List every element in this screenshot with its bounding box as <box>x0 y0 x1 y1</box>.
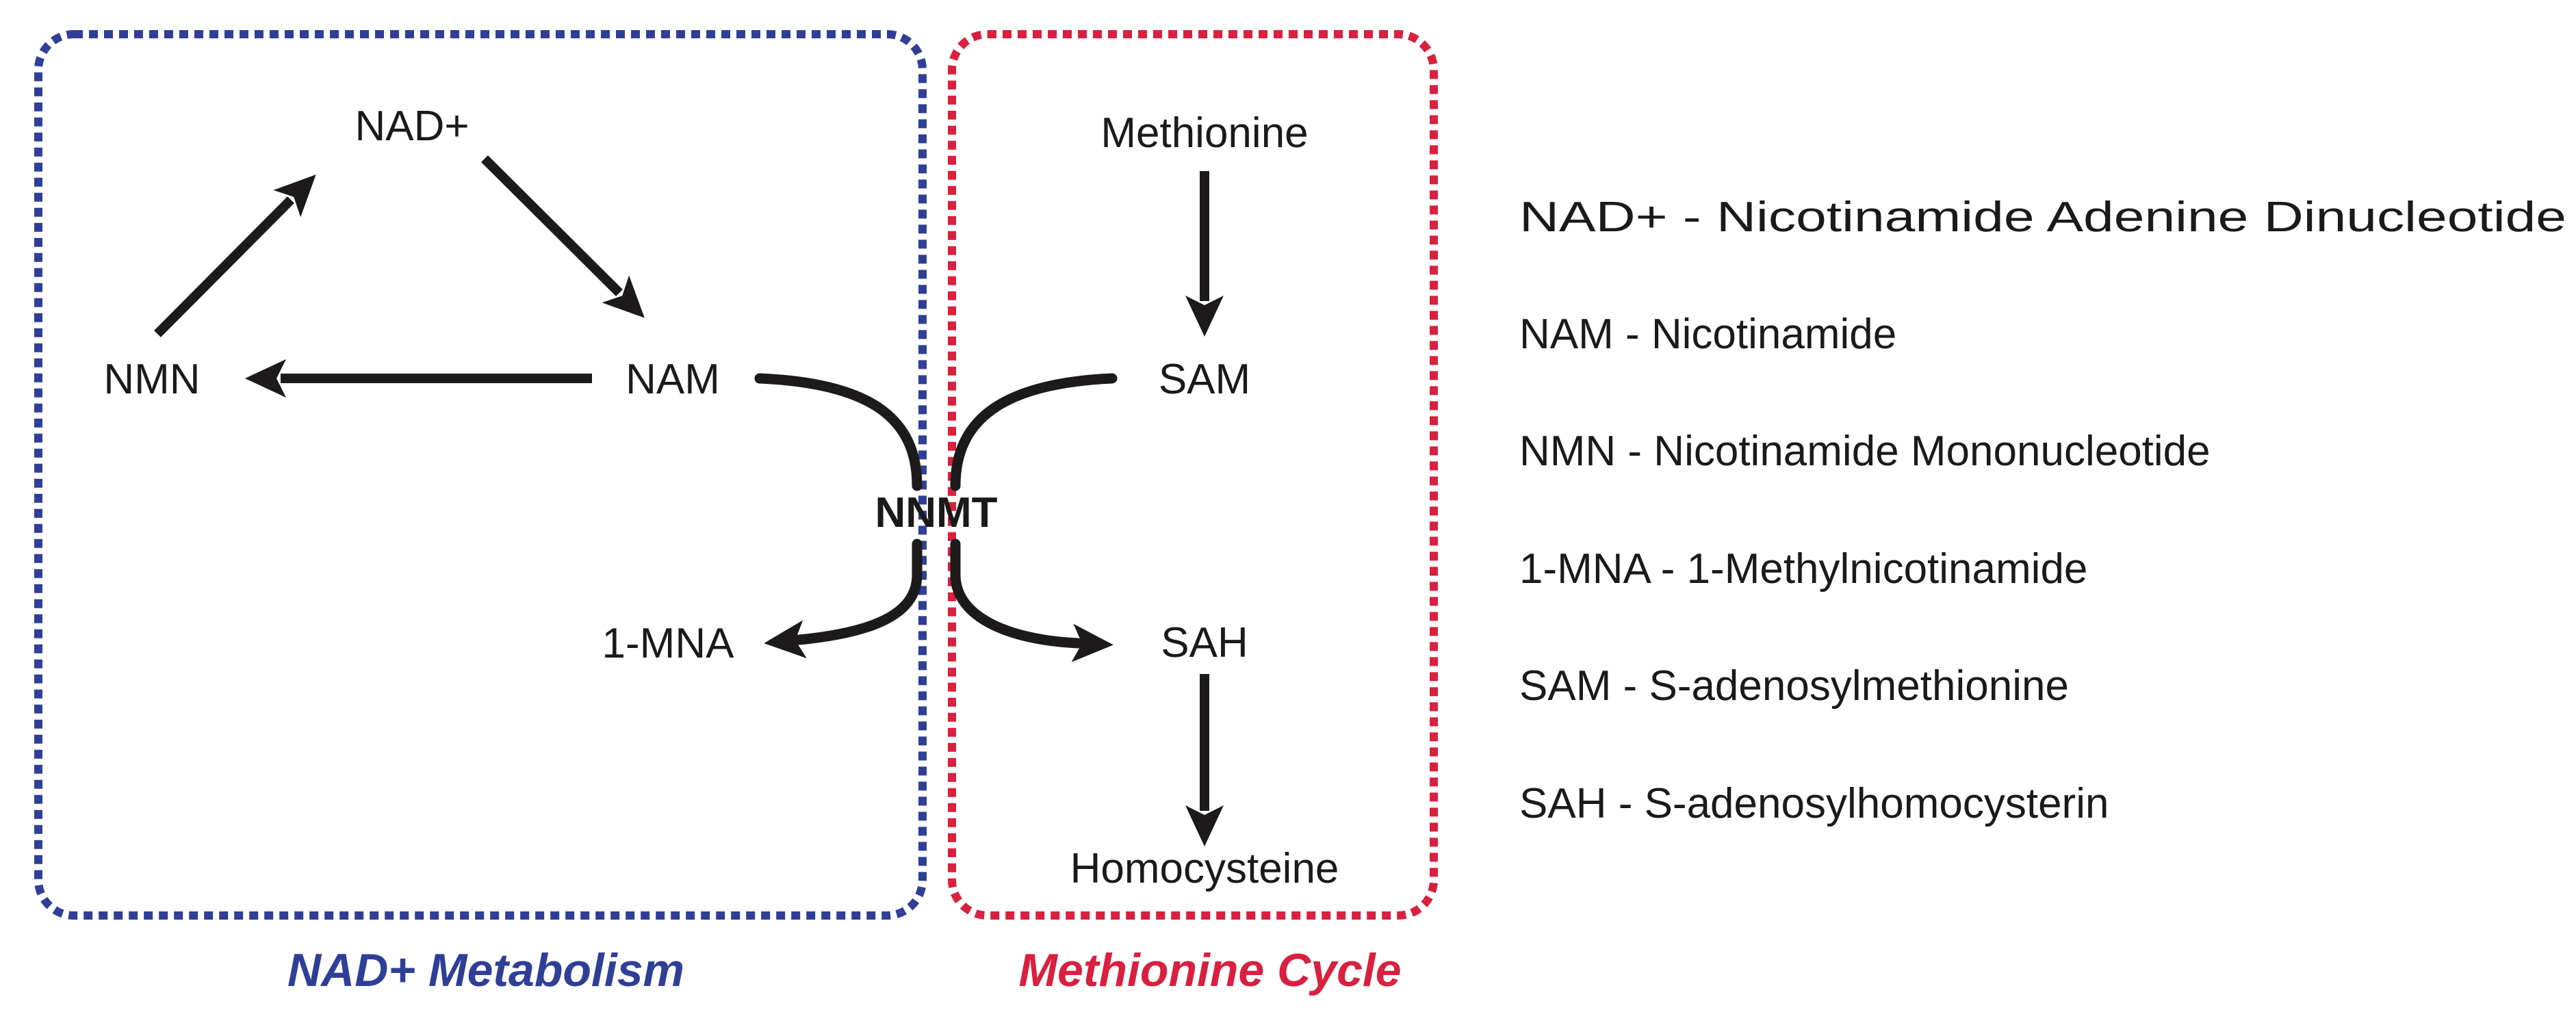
legend-item: NMN - Nicotinamide Mononucleotide <box>1519 428 2211 475</box>
abbreviation-legend: NAD+ - Nicotinamide Adenine Dinucleotide… <box>1519 194 2566 827</box>
node-sah: SAH <box>1161 619 1248 666</box>
nad-metabolism-box <box>34 30 927 920</box>
curve-nnmt-to-sah <box>950 539 1113 662</box>
node-nam: NAM <box>626 356 720 403</box>
curve-sam-into-nnmt <box>950 373 1118 491</box>
legend-item: 1-MNA - 1-Methylnicotinamide <box>1519 545 2087 593</box>
node-nad-plus: NAD+ <box>355 103 469 150</box>
caption-nad-metabolism: NAD+ Metabolism <box>287 944 684 996</box>
node-homocysteine: Homocysteine <box>1070 845 1339 892</box>
node-sam: SAM <box>1159 356 1250 403</box>
node-methionine: Methionine <box>1100 109 1308 157</box>
legend-item: NAM - Nicotinamide <box>1519 311 1896 358</box>
caption-methionine-cycle: Methionine Cycle <box>1018 944 1401 996</box>
methionine-cycle-box <box>948 30 1438 920</box>
arrow-nad-to-nam <box>481 155 645 318</box>
legend-item: NAD+ - Nicotinamide Adenine Dinucleotide <box>1519 194 2566 241</box>
legend-item: SAM - S-adenosylmethionine <box>1519 662 2069 710</box>
curve-nnmt-to-1mna <box>764 539 923 659</box>
arrow-nmn-to-nad <box>154 174 316 337</box>
node-nmn: NMN <box>103 356 200 403</box>
enzyme-nnmt: NNMT <box>875 489 997 536</box>
curve-nam-into-nnmt <box>754 373 923 491</box>
node-1-mna: 1-MNA <box>602 620 735 667</box>
legend-item: SAH - S-adenosylhomocysterin <box>1519 780 2109 827</box>
